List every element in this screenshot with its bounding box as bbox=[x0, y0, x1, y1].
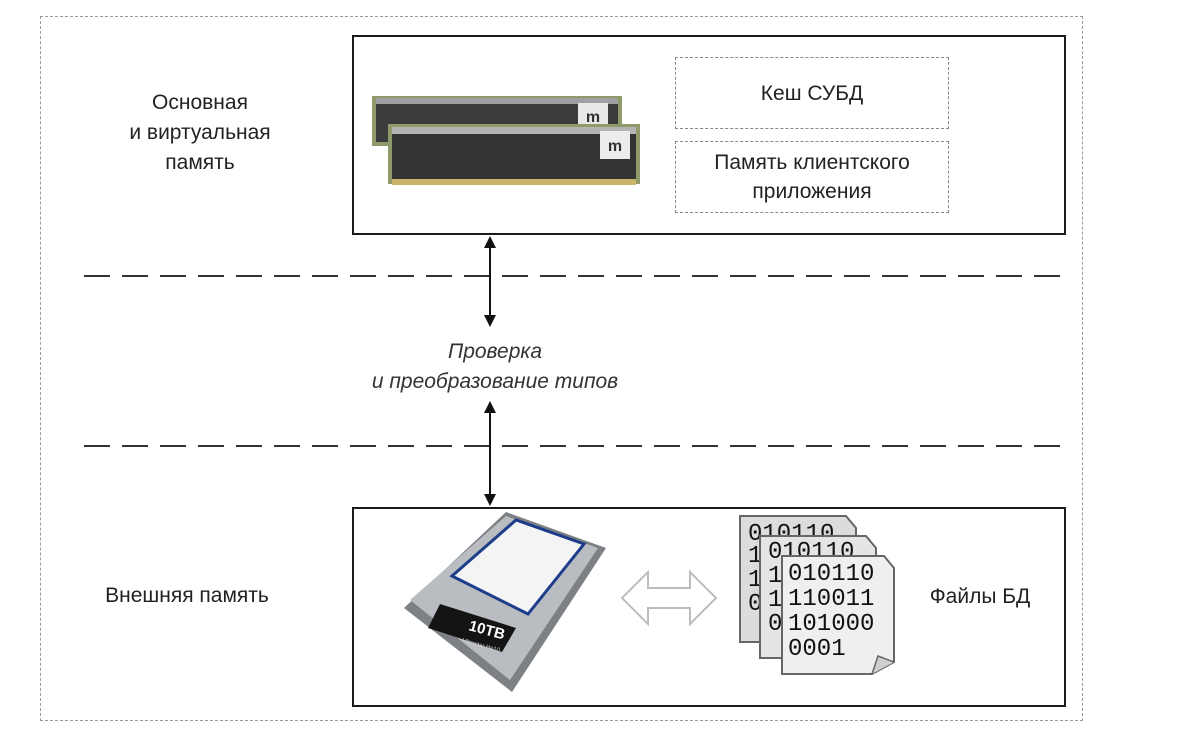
dbms-cache-box: Кеш СУБД bbox=[675, 57, 949, 129]
type-check-conversion-label: Проверка и преобразование типов bbox=[371, 340, 619, 393]
main-memory-label: Основная и виртуальная память bbox=[129, 91, 271, 174]
client-app-memory-box: Память клиентского приложения bbox=[675, 141, 949, 213]
diagram-frame bbox=[40, 16, 1083, 721]
external-memory-label: Внешняя память bbox=[105, 584, 269, 607]
client-app-memory-label: Память клиентского приложения bbox=[714, 151, 910, 203]
db-files-label: Файлы БД bbox=[929, 585, 1031, 608]
dbms-cache-label: Кеш СУБД bbox=[760, 81, 864, 105]
